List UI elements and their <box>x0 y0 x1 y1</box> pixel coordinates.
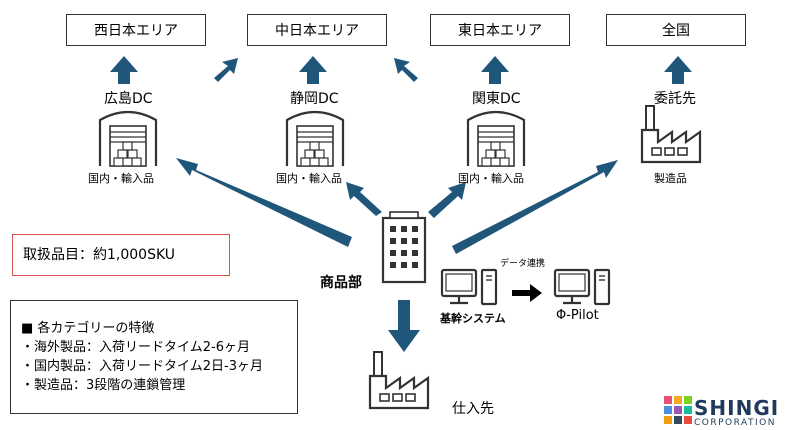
arrow-hq-to-kanto <box>428 182 466 218</box>
arrow-hq-to-hiroshima <box>176 158 352 247</box>
arrow-diag-east-central <box>394 58 418 82</box>
region-national-label: 全国 <box>662 23 690 39</box>
data-link-label: データ連携 <box>500 259 546 269</box>
warehouse-hiroshima-icon <box>98 110 158 168</box>
pilot-computer-icon <box>553 268 611 306</box>
arrow-up-central <box>299 56 327 84</box>
arrow-up-west <box>110 56 138 84</box>
region-central-box: 中日本エリア <box>247 14 387 46</box>
factory-caption: 製造品 <box>654 172 687 185</box>
hiroshima-caption: 国内・輸入品 <box>88 172 154 185</box>
region-national-box: 全国 <box>606 14 746 46</box>
logo-square <box>674 396 682 404</box>
dc-hiroshima-label: 広島DC <box>104 91 153 107</box>
shingi-logo-mark <box>664 396 692 424</box>
arrow-data-link <box>512 284 542 302</box>
category-line-manufactured: ・製造品：3段階の連鎖管理 <box>21 378 186 393</box>
shizuoka-caption: 国内・輸入品 <box>276 172 342 185</box>
arrow-up-national <box>664 56 692 84</box>
logo-square <box>684 406 692 414</box>
warehouse-kanto-icon <box>466 110 526 168</box>
category-line-overseas: ・海外製品：入荷リードタイム2-6ヶ月 <box>21 340 250 355</box>
factory-supplier-icon <box>368 350 430 410</box>
sku-text: 取扱品目：約1,000SKU <box>23 247 176 263</box>
region-west-box: 西日本エリア <box>66 14 206 46</box>
logo-sub: CORPORATION <box>694 418 776 428</box>
logo-square <box>684 416 692 424</box>
arrow-hq-to-shizuoka <box>346 182 382 216</box>
arrow-up-east <box>481 56 509 84</box>
region-west-label: 西日本エリア <box>94 23 178 39</box>
arrow-hq-to-consignment <box>452 160 618 254</box>
logo-square <box>664 406 672 414</box>
arrow-hq-to-supplier <box>388 300 420 352</box>
logo-square <box>684 396 692 404</box>
dc-kanto-label: 関東DC <box>472 91 521 107</box>
category-title: ■ 各カテゴリーの特徴 <box>21 321 155 336</box>
logo-square <box>674 416 682 424</box>
up-arrows <box>110 56 692 84</box>
hq-label: 商品部 <box>320 275 362 291</box>
core-system-computer-icon <box>440 268 498 306</box>
sku-box: 取扱品目：約1,000SKU <box>12 234 230 276</box>
category-features-box: ■ 各カテゴリーの特徴 ・海外製品：入荷リードタイム2-6ヶ月 ・国内製品：入荷… <box>10 300 298 414</box>
consignment-label: 委託先 <box>654 91 696 107</box>
dc-shizuoka-label: 静岡DC <box>290 91 339 107</box>
supplier-label: 仕入先 <box>452 401 494 417</box>
kanto-caption: 国内・輸入品 <box>458 172 524 185</box>
logo-square <box>664 416 672 424</box>
pilot-label: Φ-Pilot <box>556 308 599 323</box>
arrow-diag-west-central <box>214 58 238 82</box>
region-east-box: 東日本エリア <box>430 14 570 46</box>
category-line-domestic: ・国内製品：入荷リードタイム2日-3ヶ月 <box>21 359 263 374</box>
logo-square <box>664 396 672 404</box>
logo-text: SHINGI CORPORATION <box>694 396 779 428</box>
hq-arrows <box>176 158 618 352</box>
factory-consignment-icon <box>640 104 702 164</box>
logo-name: SHINGI <box>694 396 780 420</box>
core-system-label: 基幹システム <box>440 312 506 325</box>
region-east-label: 東日本エリア <box>458 23 542 39</box>
hq-building-icon <box>381 211 427 284</box>
logo-square <box>674 406 682 414</box>
warehouse-shizuoka-icon <box>285 110 345 168</box>
region-central-label: 中日本エリア <box>275 23 359 39</box>
